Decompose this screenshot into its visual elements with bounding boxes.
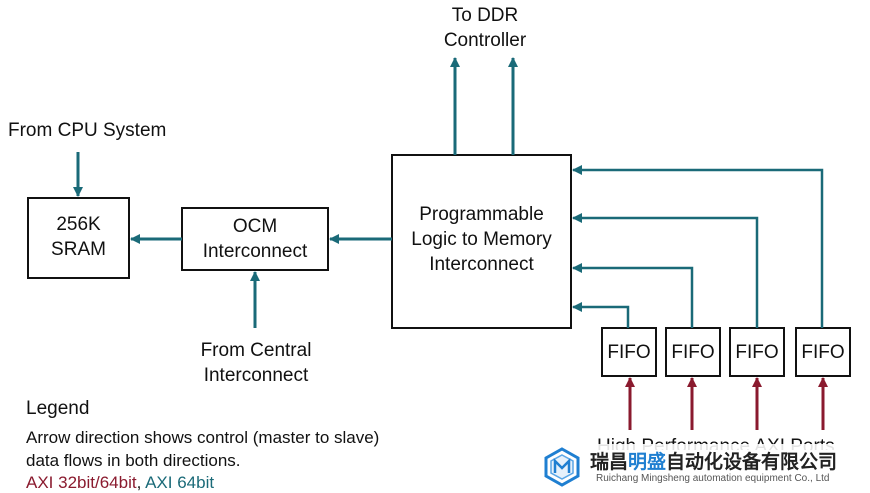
- watermark-cn: 瑞昌明盛自动化设备有限公司: [590, 447, 837, 474]
- legend-axi-line: AXI 32bit/64bit, AXI 64bit: [26, 473, 214, 493]
- fifo-label-2: FIFO: [671, 342, 715, 363]
- from-central-line2: Interconnect: [203, 365, 309, 386]
- to-ddr-label: To DDR Controller: [420, 3, 550, 53]
- ocm-line1: OCM: [232, 216, 278, 237]
- watermark-cn-a: 瑞昌: [590, 451, 629, 473]
- sram-line1: 256K: [56, 214, 101, 235]
- route-fifo-1: [572, 302, 630, 328]
- route-fifo-3: [572, 213, 759, 328]
- watermark-cn-b: 明盛: [628, 451, 667, 473]
- sram-line2: SRAM: [51, 239, 106, 260]
- watermark: 瑞昌明盛自动化设备有限公司 Ruichang Mingsheng automat…: [540, 444, 870, 490]
- sram-box: [27, 197, 130, 279]
- pl-memory-label: Programmable Logic to Memory Interconnec…: [392, 202, 571, 277]
- legend-axi-teal: AXI 64bit: [145, 473, 215, 492]
- fifo-label-1: FIFO: [607, 342, 651, 363]
- legend-sep: ,: [136, 473, 146, 492]
- ocm-label: OCM Interconnect: [182, 214, 328, 264]
- from-central-line1: From Central: [200, 340, 312, 361]
- route-fifo-2: [572, 263, 694, 328]
- legend-axi-red: AXI 32bit/64bit: [26, 473, 137, 492]
- fifo-box-1: [601, 327, 657, 377]
- fifo-label-3: FIFO: [735, 342, 779, 363]
- plm-line3: Interconnect: [429, 254, 534, 275]
- legend-line1: Arrow direction shows control (master to…: [26, 428, 380, 447]
- route-fifo-4: [572, 165, 824, 328]
- watermark-logo-icon: [544, 447, 580, 487]
- legend-title: Legend: [26, 398, 90, 419]
- watermark-cn-c: 自动化设备有限公司: [666, 451, 838, 473]
- fifo-box-4: [795, 327, 851, 377]
- fifo-label-4: FIFO: [801, 342, 845, 363]
- legend-line2: data flows in both directions.: [26, 451, 241, 470]
- plm-line2: Logic to Memory: [411, 229, 552, 250]
- pl-memory-interconnect-box: [391, 154, 572, 329]
- from-central-label: From Central Interconnect: [180, 338, 332, 388]
- to-ddr-line2: Controller: [443, 30, 527, 51]
- watermark-bg: [540, 444, 870, 490]
- ocm-line2: Interconnect: [202, 241, 308, 262]
- ocm-interconnect-box: [181, 207, 329, 271]
- watermark-en: Ruichang Mingsheng automation equipment …: [596, 473, 830, 484]
- to-ddr-line1: To DDR: [451, 5, 519, 26]
- from-cpu-label: From CPU System: [8, 120, 167, 141]
- plm-line1: Programmable: [419, 204, 544, 225]
- fifo-box-3: [729, 327, 785, 377]
- sram-label: 256K SRAM: [28, 212, 129, 262]
